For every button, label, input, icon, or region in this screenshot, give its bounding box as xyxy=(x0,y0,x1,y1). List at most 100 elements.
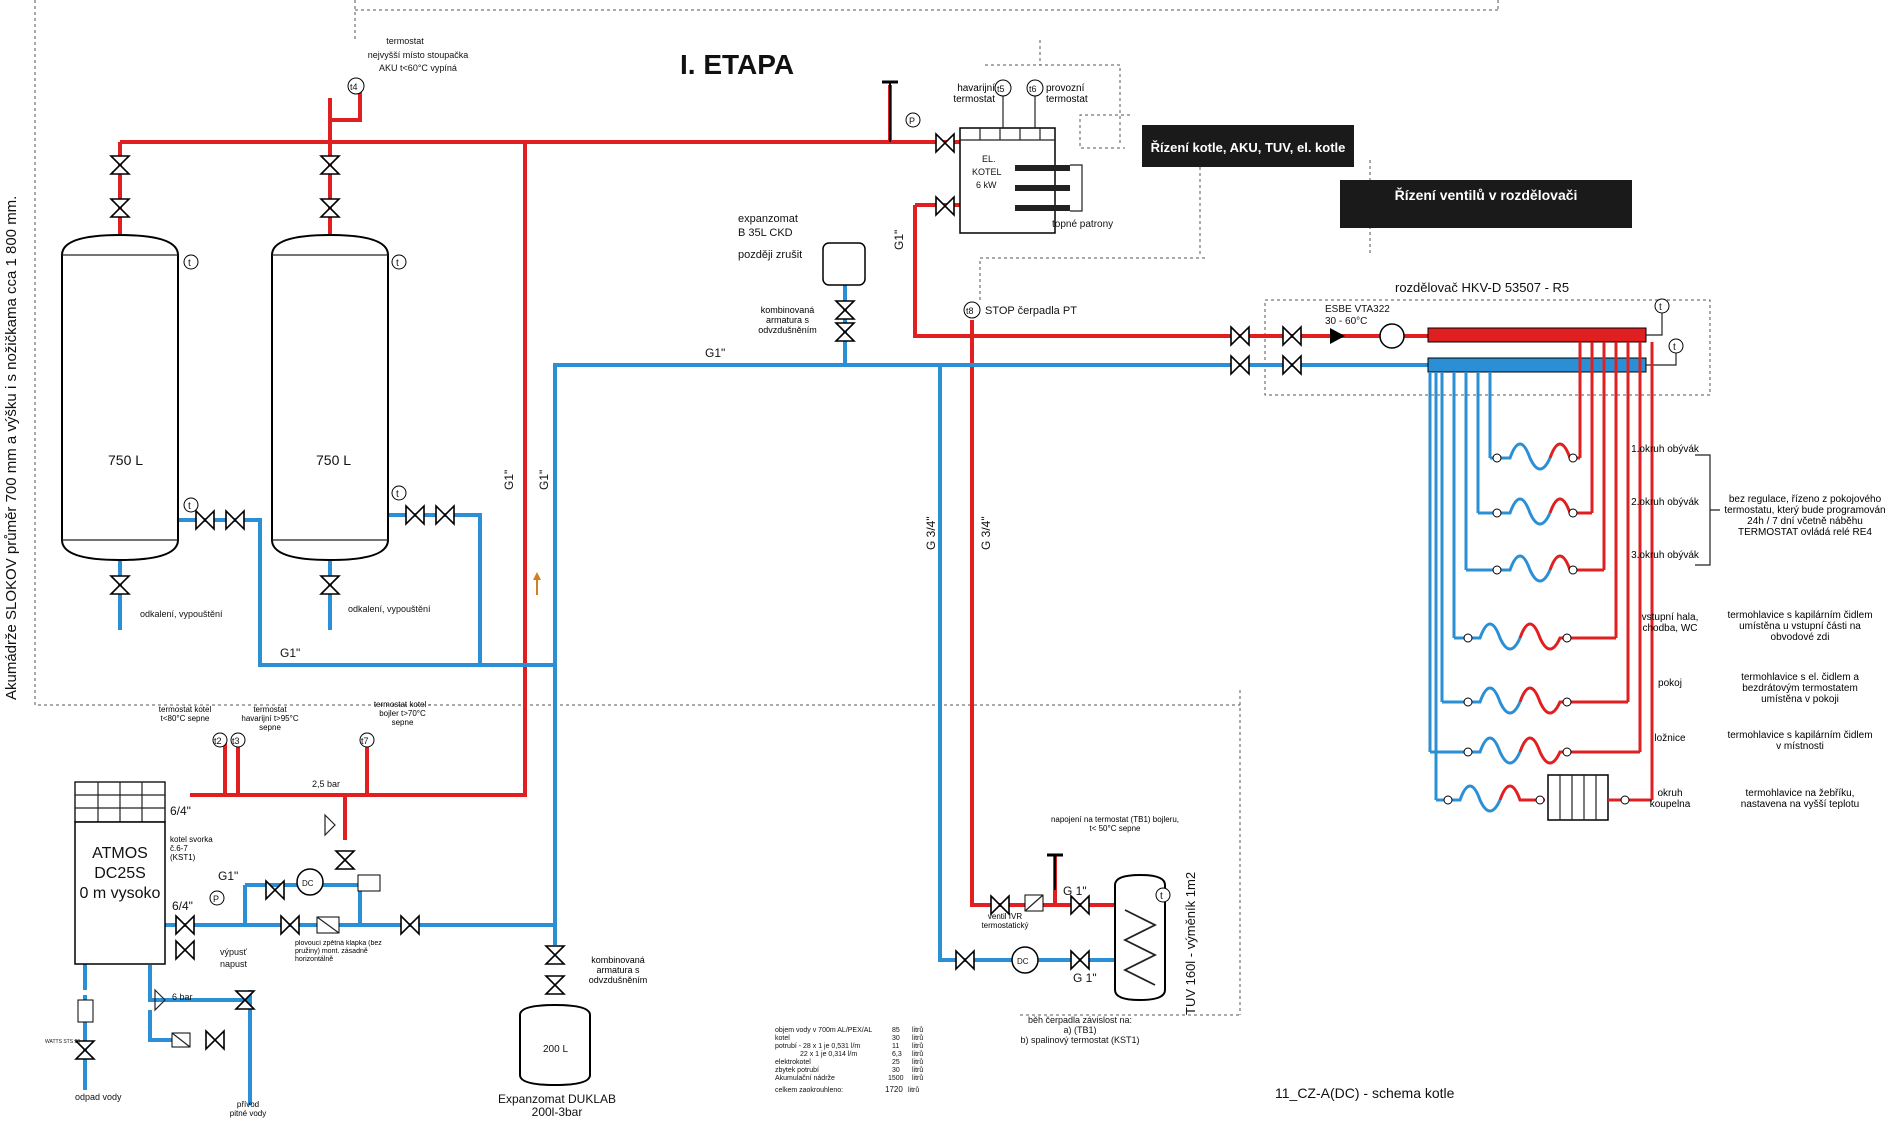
svg-text:ATMOS: ATMOS xyxy=(92,845,148,862)
circuit-4-label: vstupní hala, chodba, WC xyxy=(1641,612,1699,634)
svg-text:G1": G1" xyxy=(705,346,725,360)
svg-text:elektrokotel: elektrokotel xyxy=(775,1059,811,1066)
thermostat-top-line3: AKU t<60°C vypíná xyxy=(379,63,457,73)
svg-text:t7: t7 xyxy=(361,736,369,746)
svg-text:b) spalinový termostat (KST1): b) spalinový termostat (KST1) xyxy=(1020,1035,1139,1045)
floor-circuits xyxy=(1428,342,1720,821)
svg-text:6 bar: 6 bar xyxy=(172,992,193,1002)
svg-text:30 - 60°C: 30 - 60°C xyxy=(1325,316,1367,327)
svg-text:celkem zaokrouhleno:: celkem zaokrouhleno: xyxy=(775,1087,843,1094)
svg-text:DC: DC xyxy=(302,879,314,888)
svg-text:85: 85 xyxy=(892,1027,900,1034)
expansion-top-armature: kombinovaná armatura s odvzdušněním xyxy=(758,305,817,335)
svg-text:litrů: litrů xyxy=(912,1058,923,1066)
svg-text:napust: napust xyxy=(220,959,248,969)
valve-control-box: Řízení ventilů v rozdělovači xyxy=(1340,180,1632,228)
note-room: termohlavice s el. čidlem a bezdrátovým … xyxy=(1741,672,1859,705)
svg-text:litrů: litrů xyxy=(912,1050,923,1058)
svg-text:odpad vody: odpad vody xyxy=(75,1092,122,1102)
svg-text:Expanzomat DUKLAB: Expanzomat DUKLAB xyxy=(498,1092,616,1106)
svg-text:KOTEL: KOTEL xyxy=(972,167,1002,177)
circuit-6-label: ložnice xyxy=(1654,733,1686,744)
footer-code: 11_CZ-A(DC) - schema kotle xyxy=(1275,1085,1455,1101)
svg-text:t: t xyxy=(1673,342,1676,353)
svg-text:litrů: litrů xyxy=(908,1086,919,1094)
svg-text:výpusť: výpusť xyxy=(220,947,248,957)
svg-text:1720: 1720 xyxy=(885,1085,903,1094)
svg-text:6/4": 6/4" xyxy=(170,804,191,818)
svg-text:t: t xyxy=(396,489,399,500)
svg-text:30: 30 xyxy=(892,1035,900,1042)
svg-text:25: 25 xyxy=(892,1059,900,1066)
svg-text:rozdělovač HKV-D 53507 - R5: rozdělovač HKV-D 53507 - R5 xyxy=(1395,280,1569,295)
hot-water-tank: t napojení na termostat (TB1) bojleru, t… xyxy=(981,815,1198,1045)
drinking-water-label: přívod pitné vody xyxy=(229,1100,267,1118)
svg-text:t2: t2 xyxy=(214,736,222,746)
svg-text:ESBE VTA322: ESBE VTA322 xyxy=(1325,304,1390,315)
svg-text:litrů: litrů xyxy=(912,1074,923,1082)
note-bedroom: termohlavice s kapilárním čidlem v místn… xyxy=(1727,730,1873,752)
storage-tank-2: 750 L t t xyxy=(271,233,407,562)
svg-text:1500: 1500 xyxy=(888,1075,904,1082)
svg-text:6,3: 6,3 xyxy=(892,1051,902,1058)
tuv-connect-label: napojení na termostat (TB1) bojleru, t< … xyxy=(1050,815,1180,833)
thermostat-top-line1: termostat xyxy=(386,36,424,46)
svg-text:200l-3bar: 200l-3bar xyxy=(532,1105,583,1119)
svg-text:litrů: litrů xyxy=(912,1066,923,1074)
expansion-vessel-top: expanzomat B 35L CKD později zrušit komb… xyxy=(738,213,866,335)
svg-text:litrů: litrů xyxy=(912,1026,923,1034)
svg-text:později zrušit: později zrušit xyxy=(738,249,802,261)
svg-text:G 1": G 1" xyxy=(1063,884,1087,898)
expansion-bottom-armature: kombinovaná armatura s odvzdušněním xyxy=(588,955,648,985)
expansion-vessel-bottom: 200 L Expanzomat DUKLAB 200l-3bar kombin… xyxy=(498,955,648,1119)
circuit-names: 1.okruh obývák 2.okruh obývák 3.okruh ob… xyxy=(1631,444,1699,810)
svg-text:6 kW: 6 kW xyxy=(976,180,997,190)
note-bathroom: termohlavice na žebříku, nastavena na vy… xyxy=(1740,788,1860,810)
svg-text:B 35L CKD: B 35L CKD xyxy=(738,227,793,239)
svg-text:EL.: EL. xyxy=(982,154,996,164)
ivr-valve-label: ventil IVR termostatický xyxy=(981,912,1029,930)
svg-text:DC: DC xyxy=(1017,957,1029,966)
svg-text:G 3/4": G 3/4" xyxy=(924,516,938,550)
svg-text:2,5 bar: 2,5 bar xyxy=(312,779,340,789)
t2-label: termostat kotel t<80°C sepne xyxy=(158,705,212,723)
svg-text:t8: t8 xyxy=(966,306,974,316)
electric-boiler: EL. KOTEL 6 kW topné patrony t5 t6 havar… xyxy=(882,79,1113,234)
drain-label-2: odkalení, vypouštění xyxy=(348,604,431,614)
t3-label: termostat havarijní t>95°C sepne xyxy=(241,705,299,732)
svg-text:běh čerpadla závislost na:: běh čerpadla závislost na: xyxy=(1028,1015,1132,1025)
thermostat-t4: t4 termostat nejvyšší místo stoupačka AK… xyxy=(347,36,469,95)
side-note: Akumádrže SLOKOV průměr 700 mm a výšku i… xyxy=(3,196,20,700)
float-flap-label: plovoucí zpětná klapka (bez pružiny) mon… xyxy=(295,940,382,963)
svg-text:P: P xyxy=(909,116,915,126)
svg-text:Akumulační nádrže: Akumulační nádrže xyxy=(775,1075,835,1082)
terminal-label: kotel svorka č.6-7 (KST1) xyxy=(170,835,213,862)
supply-pipes xyxy=(118,85,1430,907)
thermostat-top-line2: nejvyšší místo stoupačka xyxy=(368,50,469,60)
pipe-labels: G1" G1" G1" G1" G1" G 3/4" G 3/4" 6/4" 6… xyxy=(170,230,1097,985)
svg-text:6/4": 6/4" xyxy=(172,899,193,913)
t7-label: termostat kotel - bojler t>70°C sepne xyxy=(373,700,432,727)
svg-text:WATTS STS 20: WATTS STS 20 xyxy=(45,1039,80,1045)
svg-text:Řízení kotle, AKU, TUV, el. ko: Řízení kotle, AKU, TUV, el. kotle xyxy=(1151,140,1346,155)
svg-text:11: 11 xyxy=(892,1043,899,1050)
svg-text:litrů: litrů xyxy=(912,1042,923,1050)
svg-text:G 3/4": G 3/4" xyxy=(979,516,993,550)
circuit-5-label: pokoj xyxy=(1658,678,1682,689)
svg-text:t: t xyxy=(396,258,399,269)
svg-text:22 x 1 je 0,314 l/m: 22 x 1 je 0,314 l/m xyxy=(800,1051,857,1058)
atmos-boiler: ATMOS DC25S 0 m vysoko t2 t3 t7 termosta… xyxy=(45,700,432,1118)
svg-text:t5: t5 xyxy=(997,84,1005,94)
svg-text:30: 30 xyxy=(892,1067,900,1074)
svg-text:G1": G1" xyxy=(218,869,238,883)
stop-pump-thermostat: t8 STOP čerpadla PT xyxy=(963,301,1077,319)
note-living: bez regulace, řízeno z pokojového termos… xyxy=(1724,494,1886,538)
svg-text:G1": G1" xyxy=(537,470,551,490)
svg-text:P: P xyxy=(213,894,219,904)
drain-label-1: odkalení, vypouštění xyxy=(140,609,223,619)
svg-text:TUV 160l - výměník 1m2: TUV 160l - výměník 1m2 xyxy=(1183,872,1198,1015)
svg-text:a) (TB1): a) (TB1) xyxy=(1063,1025,1096,1035)
circuit-3-label: 3.okruh obývák xyxy=(1631,550,1699,561)
volume-table: objem vody v 700m AL/PEX/AL 85 litrů kot… xyxy=(775,1026,923,1094)
note-hall: termohlavice s kapilárním čidlem umístěn… xyxy=(1727,610,1873,643)
